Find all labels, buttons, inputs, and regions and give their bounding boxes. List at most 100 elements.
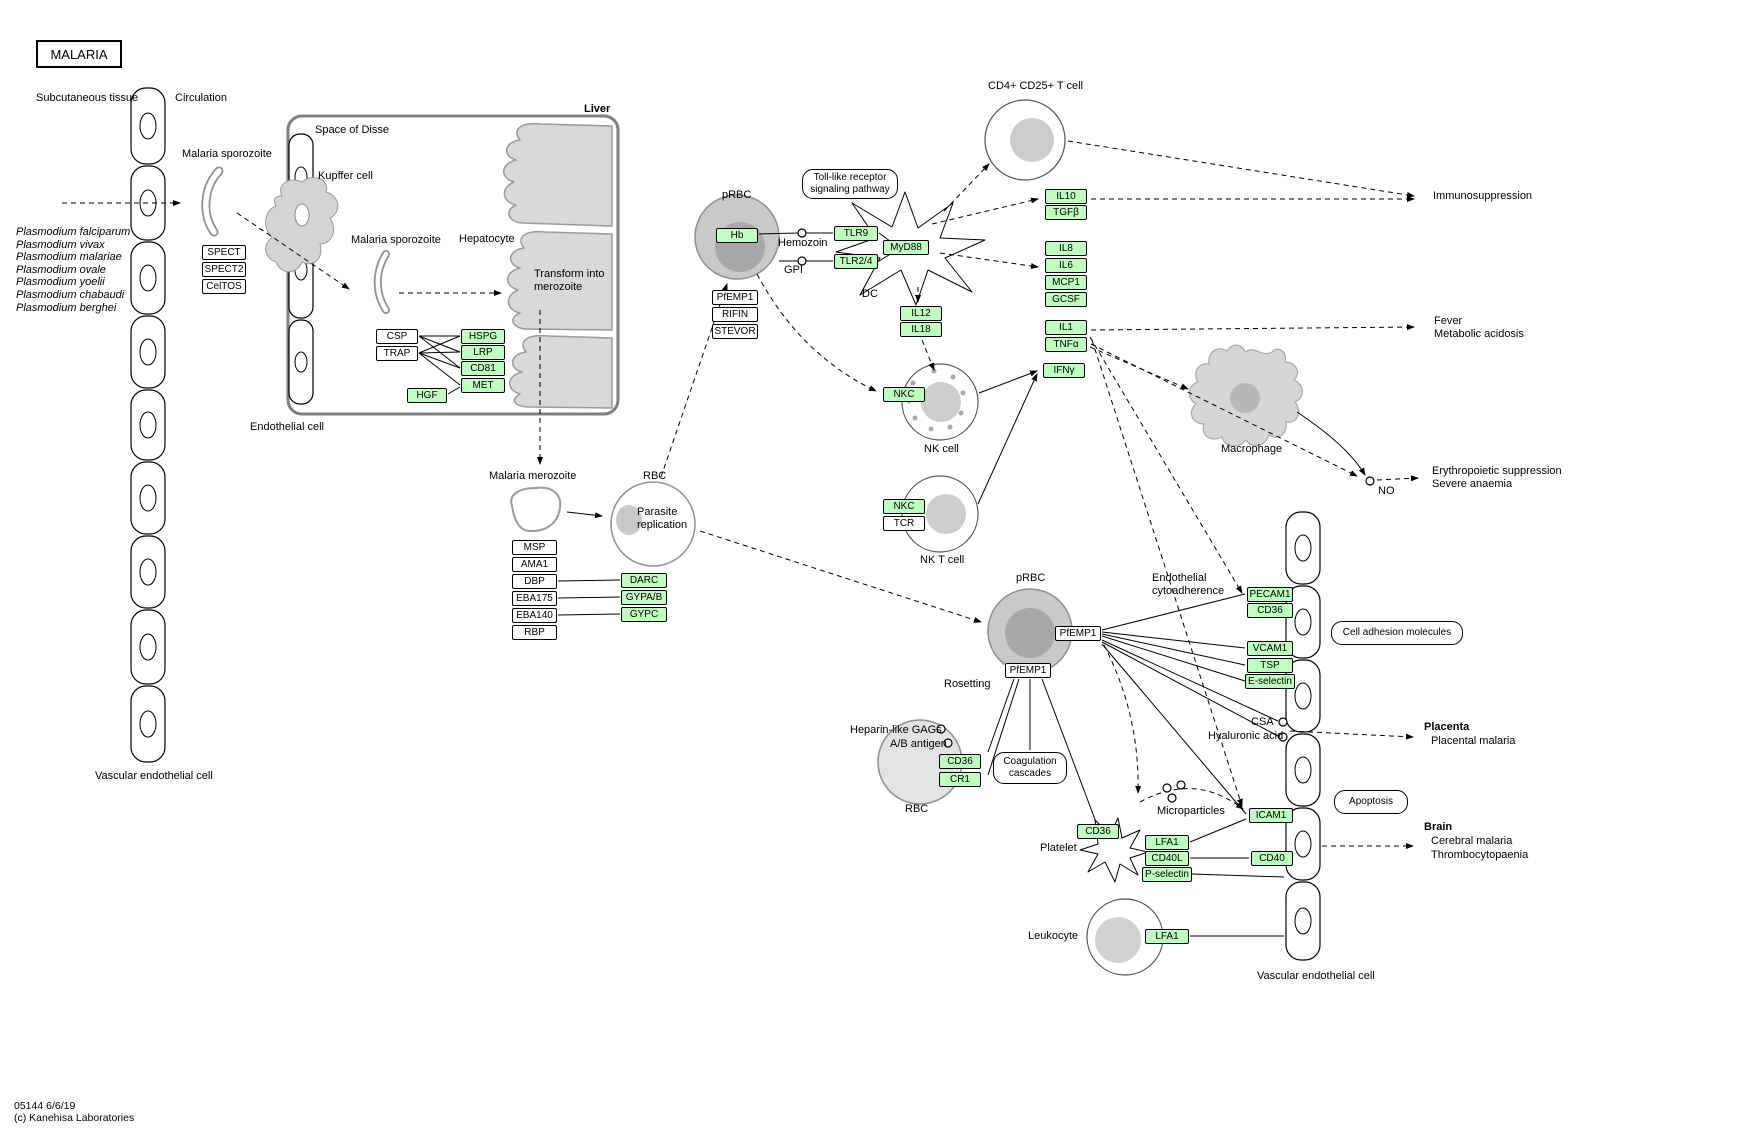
label-no: NO: [1378, 485, 1395, 497]
gene-box-eba175[interactable]: EBA175: [512, 591, 557, 606]
gene-box-hb[interactable]: Hb: [716, 228, 758, 243]
hyaluronic-acid-circle: [1278, 732, 1288, 742]
gene-box-cr1[interactable]: CR1: [939, 772, 981, 787]
gene-box-il6[interactable]: IL6: [1045, 258, 1087, 273]
gene-box-il8[interactable]: IL8: [1045, 241, 1087, 256]
gene-box-gypab[interactable]: GYPA/B: [621, 590, 667, 605]
label-thrombocytopaenia: Thrombocytopaenia: [1431, 849, 1529, 861]
gene-box-csp[interactable]: CSP: [376, 329, 418, 344]
label-ab-antigen: A/B antigen: [890, 738, 947, 750]
label-nkt-cell: NK T cell: [920, 554, 965, 566]
pathway-box-cell-adhesion-molecules[interactable]: Cell adhesion molecules: [1331, 621, 1463, 645]
label-heparin-gags: Heparin-like GAGs: [850, 724, 942, 736]
label-nk-cell: NK cell: [924, 443, 959, 455]
gene-box-il12[interactable]: IL12: [900, 306, 942, 321]
gene-box-ifng[interactable]: IFNγ: [1043, 363, 1085, 378]
edge: [1101, 635, 1246, 682]
edge-layer: [62, 140, 1419, 937]
gene-box-lfa1-plt[interactable]: LFA1: [1145, 835, 1189, 850]
gene-box-il18[interactable]: IL18: [900, 322, 942, 337]
gene-box-tnfa[interactable]: TNFα: [1045, 337, 1087, 352]
gene-box-cd36-ros[interactable]: CD36: [939, 754, 981, 769]
gene-box-nkc-nkt[interactable]: NKC: [883, 499, 925, 514]
edge: [1089, 336, 1243, 594]
gene-box-cd36-plt[interactable]: CD36: [1077, 824, 1119, 839]
label-rbc-top: RBC: [643, 470, 667, 482]
gene-box-tlr9[interactable]: TLR9: [834, 226, 878, 241]
gene-box-rifin[interactable]: RIFIN: [712, 307, 758, 322]
gene-box-il10[interactable]: IL10: [1045, 189, 1087, 204]
edge: [1101, 639, 1279, 722]
gene-box-cd81[interactable]: CD81: [461, 361, 505, 376]
gene-box-tcr[interactable]: TCR: [883, 516, 925, 531]
label-macrophage: Macrophage: [1221, 443, 1283, 455]
hepatocyte-shape: [507, 230, 613, 331]
pathway-title: MALARIA: [50, 46, 108, 62]
pathway-box-apoptosis[interactable]: Apoptosis: [1334, 790, 1408, 814]
gene-box-cd40[interactable]: CD40: [1251, 851, 1293, 866]
gene-box-tgfb[interactable]: TGFβ: [1045, 205, 1087, 220]
edge: [699, 530, 982, 623]
label-prbc-bottom: pRBC: [1016, 572, 1046, 584]
gene-box-lfa1-leuk[interactable]: LFA1: [1145, 929, 1189, 944]
edge: [977, 373, 1038, 505]
gene-box-tsp[interactable]: TSP: [1247, 658, 1293, 673]
gene-box-trap[interactable]: TRAP: [376, 346, 418, 361]
edge: [1067, 140, 1415, 198]
gene-box-icam1[interactable]: ICAM1: [1249, 808, 1293, 823]
pathway-box-coagulation-cascades[interactable]: Coagulation cascades: [993, 752, 1067, 784]
gene-box-mcp1[interactable]: MCP1: [1045, 275, 1087, 290]
edge: [1289, 730, 1414, 740]
edge: [557, 596, 621, 599]
pathway-box-tlr-signaling[interactable]: Toll-like receptor signaling pathway: [802, 169, 898, 199]
gene-box-dbp[interactable]: DBP: [512, 574, 557, 589]
label-sporozoite-inner: Malaria sporozoite: [351, 234, 441, 246]
gene-box-met[interactable]: MET: [461, 378, 505, 393]
gene-box-gcsf[interactable]: GCSF: [1045, 292, 1087, 307]
gene-box-spect2[interactable]: SPECT2: [202, 262, 246, 277]
ab-antigen-circle: [943, 738, 953, 748]
gene-box-lrp[interactable]: LRP: [461, 345, 505, 360]
edge: [1296, 411, 1366, 476]
hepatocyte-shape: [503, 122, 613, 227]
map-id: 05144 6/6/19: [14, 1100, 76, 1112]
gene-box-cd36-endo[interactable]: CD36: [1247, 603, 1293, 618]
gene-box-msp[interactable]: MSP: [512, 540, 557, 555]
gene-box-nkc-nk[interactable]: NKC: [883, 387, 925, 402]
gene-box-myd88[interactable]: MyD88: [883, 240, 929, 255]
species-name: Plasmodium chabaudi: [16, 289, 125, 301]
cell-nucleus: [1294, 682, 1312, 710]
gene-box-hspg[interactable]: HSPG: [461, 329, 505, 344]
gene-box-pselectin[interactable]: P-selectin: [1142, 867, 1192, 882]
edge: [566, 511, 603, 519]
gene-box-stevor[interactable]: STEVOR: [712, 324, 758, 339]
gene-box-gypc[interactable]: GYPC: [621, 607, 667, 622]
gene-box-spect[interactable]: SPECT: [202, 245, 246, 260]
hepatocyte-shapes: [503, 122, 613, 409]
edge: [1191, 873, 1285, 878]
gene-box-pecam1[interactable]: PECAM1: [1247, 587, 1293, 602]
gene-box-pfemp1-b1[interactable]: PfEMP1: [1055, 626, 1101, 641]
sporozoite-shape-inner-core: [375, 251, 389, 313]
gene-box-ama1[interactable]: AMA1: [512, 557, 557, 572]
gene-box-cd40l[interactable]: CD40L: [1145, 851, 1189, 866]
gene-box-celtos[interactable]: CelTOS: [202, 279, 246, 294]
label-sporozoite-outer: Malaria sporozoite: [182, 148, 272, 160]
gene-box-pfemp1-top[interactable]: PfEMP1: [712, 290, 758, 305]
edge: [1101, 593, 1246, 631]
edge: [418, 351, 461, 354]
gene-box-eselectin[interactable]: E-selectin: [1245, 674, 1295, 689]
label-malaria-merozoite: Malaria merozoite: [489, 470, 577, 482]
gene-box-rbp[interactable]: RBP: [512, 625, 557, 640]
gene-box-il1[interactable]: IL1: [1045, 320, 1087, 335]
gene-box-darc[interactable]: DARC: [621, 573, 667, 588]
label-cd4-t-cell: CD4+ CD25+ T cell: [988, 80, 1083, 92]
label-space-of-disse: Space of Disse: [315, 124, 389, 136]
microparticle-circle: [1167, 793, 1177, 803]
gene-box-pfemp1-b2[interactable]: PfEMP1: [1005, 663, 1051, 678]
gene-box-hgf[interactable]: HGF: [407, 388, 447, 403]
gene-box-vcam1[interactable]: VCAM1: [1247, 641, 1293, 656]
gene-box-tlr24[interactable]: TLR2/4: [834, 254, 878, 269]
gene-box-eba140[interactable]: EBA140: [512, 608, 557, 623]
edge: [1189, 818, 1247, 843]
